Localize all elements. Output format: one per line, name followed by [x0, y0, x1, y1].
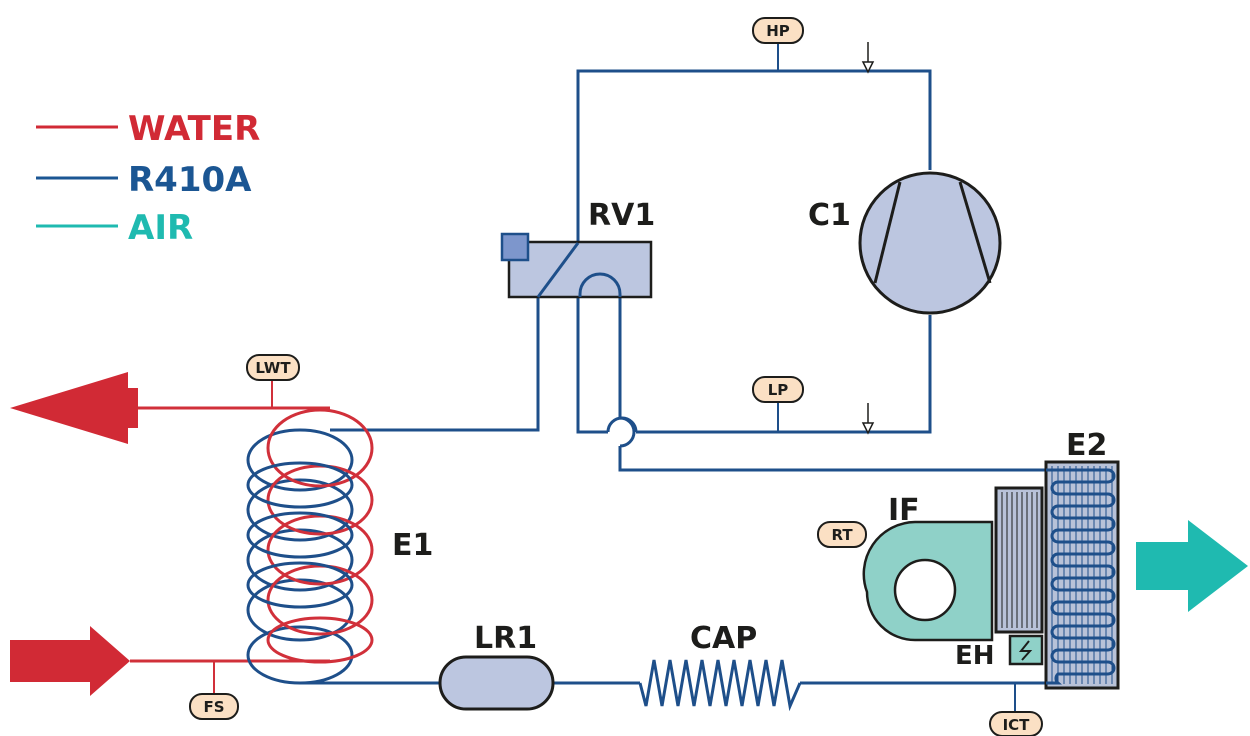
rv1-to-suction [576, 297, 608, 434]
legend: WATER R410A AIR [36, 109, 260, 248]
discharge-line [576, 69, 932, 243]
line-to-e2 [618, 446, 1046, 472]
sensor-tags: HP LP LWT FS RT ICT [189, 17, 1043, 736]
rt-sensor-tag [817, 521, 867, 548]
lp-sensor-tag [752, 376, 804, 403]
eh-label: EH [955, 641, 995, 671]
hp-flow-arrowhead [861, 61, 875, 74]
rv1-reversing-valve [500, 232, 653, 299]
air-outlet-arrow [1136, 520, 1248, 612]
component-labels: RV1 C1 E1 E2 IF EH LR1 CAP [392, 198, 1107, 671]
air-filter [994, 486, 1044, 634]
if-blower-fan [862, 520, 994, 642]
hp-sensor-tag [752, 17, 804, 44]
c1-label: C1 [808, 198, 851, 233]
lp-flow-arrowhead [861, 422, 875, 435]
eh-electric-heater [1008, 634, 1044, 666]
legend-air-label: AIR [128, 208, 193, 248]
e2-label: E2 [1066, 428, 1107, 463]
fan-inlet [893, 558, 957, 622]
fs-sensor-tag [189, 693, 239, 720]
lightning-icon [1018, 640, 1033, 661]
ict-sensor-label: ICT [1003, 716, 1031, 734]
cap-capillary [638, 659, 802, 712]
fs-sensor-label: FS [203, 698, 224, 716]
lwt-sensor-tag [246, 354, 300, 381]
rv1-solenoid [500, 232, 530, 262]
water-inlet-arrow [10, 626, 130, 696]
legend-water-label: WATER [128, 109, 260, 149]
lwt-sensor-label: LWT [255, 359, 291, 377]
rv1-to-e1 [330, 297, 540, 432]
crossover-lower [619, 416, 636, 448]
hp-sensor-label: HP [766, 22, 790, 40]
c1-compressor [858, 171, 1002, 315]
refrigerant-piping [300, 42, 1046, 685]
e1-heat-exchanger [246, 408, 374, 685]
suction-line [636, 315, 932, 434]
lp-sensor-label: LP [768, 381, 789, 399]
e2-air-coil [1044, 460, 1120, 690]
rv1-label: RV1 [588, 198, 655, 233]
filter-lines [1001, 492, 1038, 628]
coil-serpentine [1046, 468, 1116, 685]
ict-sensor-tag [989, 711, 1043, 736]
cap-label: CAP [690, 621, 757, 656]
rt-sensor-label: RT [831, 526, 853, 544]
lr1-receiver [438, 655, 555, 711]
e1-label: E1 [392, 528, 433, 563]
if-label: IF [888, 493, 920, 528]
legend-r410a-label: R410A [128, 160, 252, 200]
lr1-label: LR1 [474, 621, 537, 656]
water-outlet-arrow [10, 372, 138, 444]
